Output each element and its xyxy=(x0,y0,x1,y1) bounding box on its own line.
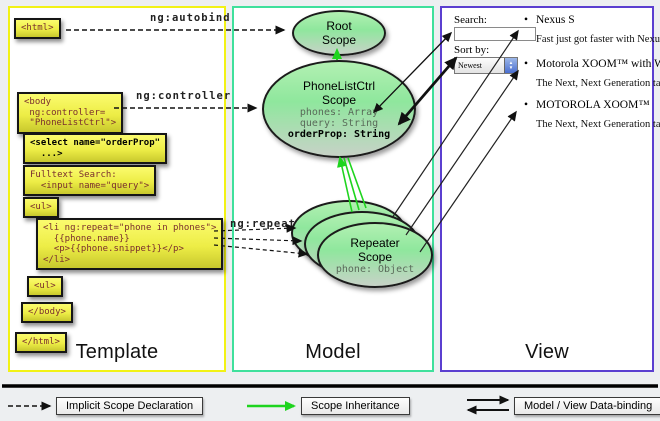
phone-item-desc: Fast just got faster with Nexus S. xyxy=(536,34,660,45)
model-column-label: Model xyxy=(305,341,361,363)
phone-item-desc: The Next, Next Generation tablet. xyxy=(536,78,660,89)
search-input[interactable] xyxy=(454,27,536,41)
scope-prop-phone: phone: Object xyxy=(335,263,415,275)
sort-select-stepper-icon: ▲▼ xyxy=(504,58,517,73)
root-scope-title: Root Scope xyxy=(321,19,357,47)
scope-prop-query: query: String xyxy=(299,117,379,129)
ng-controller-label: ng:controller xyxy=(136,90,232,102)
view-column: View Search: Sort by: Newest ▲▼ •Nexus S… xyxy=(440,6,660,372)
search-label: Search: xyxy=(454,14,487,26)
scope-prop-phones: phones: Array xyxy=(299,106,379,118)
bullet-icon: • xyxy=(524,14,529,26)
scope-prop-orderprop: orderProp: String xyxy=(287,128,391,140)
phone-item-title: •MOTOROLA XOOM™ xyxy=(524,99,650,111)
sort-select-value: Newest xyxy=(458,61,482,70)
ul-open-tag-box: <ul> xyxy=(23,197,59,218)
phone-item-title: •Nexus S xyxy=(524,14,575,26)
legend-model-view-binding: Model / View Data-binding xyxy=(514,397,660,415)
html-close-tag-box: </html> xyxy=(15,332,67,353)
phonelistctrl-scope-ellipse: PhoneListCtrl Scope phones: Array query:… xyxy=(262,60,416,158)
li-repeat-box: <li ng:repeat="phone in phones"> {{phone… xyxy=(36,218,224,270)
ng-repeat-label: ng:repeat xyxy=(230,218,296,230)
legend-scope-inheritance: Scope Inheritance xyxy=(301,397,410,415)
sort-by-label: Sort by: xyxy=(454,44,490,56)
bullet-icon: • xyxy=(524,58,529,70)
phone-item-title: •Motorola XOOM™ with Wi-Fi xyxy=(524,58,660,70)
ng-autobind-label: ng:autobind xyxy=(150,12,231,24)
body-open-tag-box: <body ng:controller= "PhoneListCtrl"> xyxy=(17,92,124,134)
repeater-scope-ellipse-front: Repeater Scope phone: Object xyxy=(317,222,433,288)
select-tag-box: <select name="orderProp" ...> xyxy=(23,133,168,164)
fulltext-search-box: Fulltext Search: <input name="query"> xyxy=(23,165,157,196)
ul-close-tag-box: <ul> xyxy=(27,276,63,297)
phone-item-desc: The Next, Next Generation tablet. xyxy=(536,119,660,130)
html-open-tag-box: <html> xyxy=(14,18,61,39)
phonelistctrl-scope-title: PhoneListCtrl Scope xyxy=(302,78,376,107)
view-column-label: View xyxy=(525,341,569,363)
sort-select[interactable]: Newest ▲▼ xyxy=(454,57,518,74)
bullet-icon: • xyxy=(524,99,529,111)
template-column-label: Template xyxy=(75,341,159,363)
root-scope-ellipse: Root Scope xyxy=(292,10,386,56)
legend-implicit-scope: Implicit Scope Declaration xyxy=(56,397,204,415)
body-close-tag-box: </body> xyxy=(21,302,73,323)
repeater-scope-title: Repeater Scope xyxy=(350,235,400,264)
